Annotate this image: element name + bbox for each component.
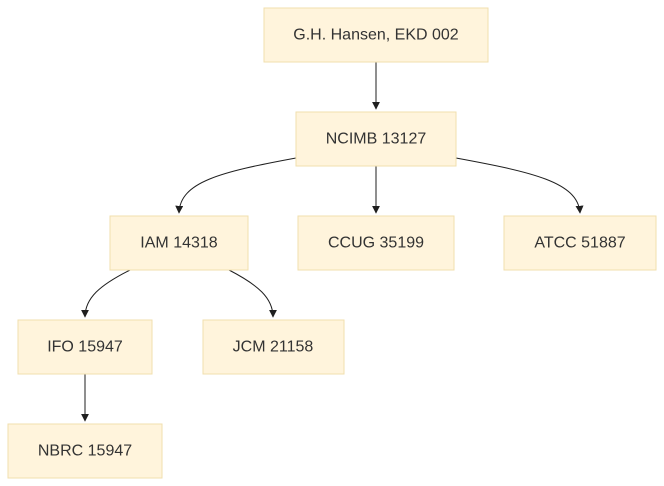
- edge-ncimb-to-iam: [175, 157, 297, 214]
- node-root: G.H. Hansen, EKD 002: [263, 7, 489, 63]
- node-ifo-label: IFO 15947: [47, 339, 123, 356]
- edge-iam-to-jcm: [228, 269, 277, 318]
- node-nbrc-label: NBRC 15947: [38, 443, 132, 460]
- node-atcc: ATCC 51887: [503, 215, 657, 271]
- nodes: G.H. Hansen, EKD 002 NCIMB 13127 IAM 143…: [7, 7, 657, 479]
- node-atcc-label: ATCC 51887: [534, 235, 625, 252]
- node-ifo: IFO 15947: [17, 319, 153, 375]
- node-ncimb: NCIMB 13127: [295, 111, 457, 167]
- edge-iam-to-ifo: [81, 269, 131, 318]
- edge-ncimb-to-atcc: [455, 157, 584, 214]
- node-ccug: CCUG 35199: [297, 215, 455, 271]
- node-ncimb-label: NCIMB 13127: [326, 131, 427, 148]
- node-nbrc: NBRC 15947: [7, 423, 163, 479]
- node-iam: IAM 14318: [109, 215, 249, 271]
- edges: [81, 62, 584, 422]
- node-ccug-label: CCUG 35199: [328, 235, 424, 252]
- node-jcm-label: JCM 21158: [233, 339, 314, 356]
- node-root-label: G.H. Hansen, EKD 002: [293, 27, 459, 44]
- node-iam-label: IAM 14318: [140, 235, 217, 252]
- node-jcm: JCM 21158: [202, 319, 345, 375]
